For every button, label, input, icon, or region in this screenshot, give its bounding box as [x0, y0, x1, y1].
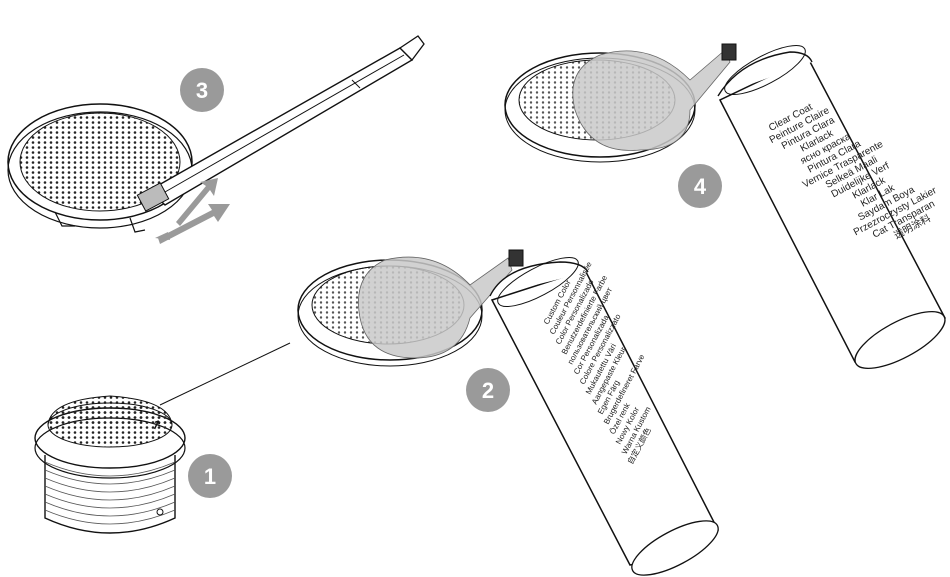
step-2-number: 2	[482, 378, 494, 403]
step-4-badge: 4	[678, 164, 722, 208]
step-1-badge: 1	[188, 454, 232, 498]
spray-mist-2	[358, 256, 513, 359]
step-3-scene: 3	[7, 35, 425, 244]
speaker-housing: ↗	[34, 395, 186, 534]
step-2-badge: 2	[466, 368, 510, 412]
step-4-scene: Clear Coat Peinture Claire Pintura Clara…	[504, 43, 946, 369]
step-1-number: 1	[204, 464, 216, 489]
step-4-number: 4	[694, 174, 707, 199]
motion-arrows-icon	[155, 178, 230, 244]
connector-line	[159, 342, 291, 406]
housing-arrow-icon: ↗	[149, 416, 163, 433]
step-3-number: 3	[196, 78, 208, 103]
clear-coat-can: Clear Coat Peinture Claire Pintura Clara…	[717, 43, 946, 369]
custom-color-can: Custom Color Couleur Personnalisée Color…	[489, 249, 719, 576]
custom-color-label: Custom Color Couleur Personnalisée Color…	[542, 260, 653, 466]
spray-mist-4	[572, 49, 731, 151]
step-1-scene: ↗ 1	[34, 342, 291, 534]
step-2-scene: Custom Color Couleur Personnalisée Color…	[297, 249, 719, 576]
step-3-badge: 3	[180, 68, 224, 112]
grille-cover	[7, 103, 193, 233]
scraper-tool	[136, 35, 425, 212]
